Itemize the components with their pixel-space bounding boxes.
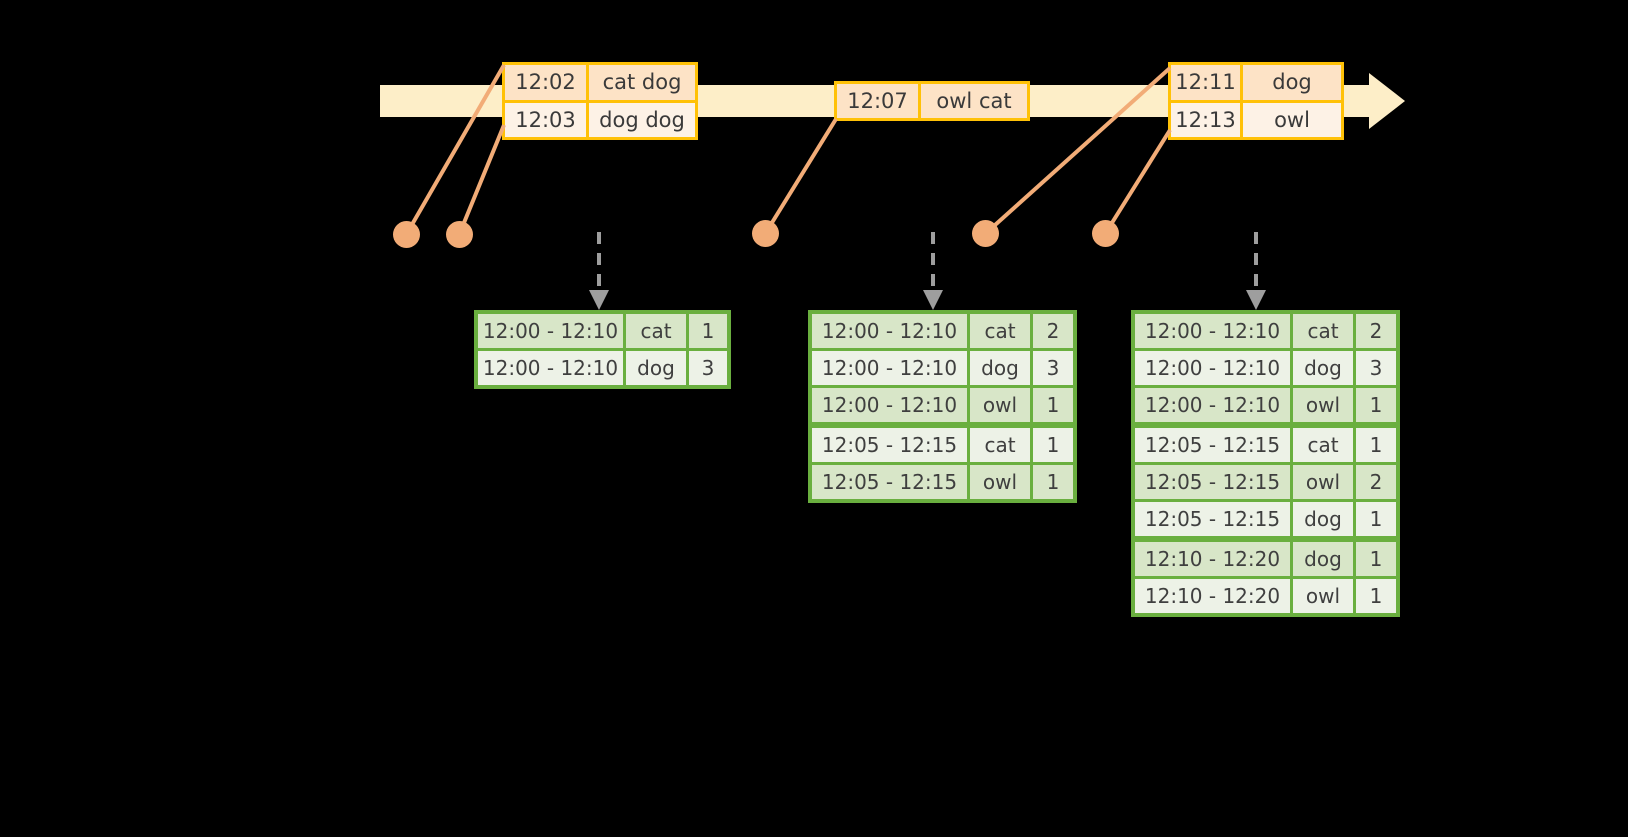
cell-key: dog: [626, 351, 686, 385]
event-row[interactable]: 12:07 owl cat: [837, 84, 1027, 118]
cell-win: 12:00 - 12:10: [812, 314, 967, 348]
event-row[interactable]: 12:13 owl: [1171, 99, 1341, 137]
timeline-arrowhead: [1369, 73, 1405, 129]
cell-val: 1: [1356, 579, 1396, 613]
cell-win: 12:10 - 12:20: [1135, 542, 1290, 576]
cell-key: cat: [1293, 314, 1353, 348]
cell-val: 3: [689, 351, 727, 385]
connector-dot-5: [1092, 220, 1119, 247]
cell-key: dog: [1293, 542, 1353, 576]
cell-key: owl: [970, 465, 1030, 499]
cell-key: owl: [1293, 465, 1353, 499]
flow-arrow-2: [923, 232, 943, 310]
connector-dot-4: [972, 220, 999, 247]
cell-val: 2: [1033, 314, 1073, 348]
event-row[interactable]: 12:03 dog dog: [505, 99, 695, 137]
event-time: 12:07: [837, 84, 921, 118]
cell-val: 1: [1033, 428, 1073, 462]
cell-key: cat: [970, 428, 1030, 462]
cell-val: 3: [1356, 351, 1396, 385]
cell-win: 12:05 - 12:15: [812, 428, 967, 462]
cell-val: 2: [1356, 314, 1396, 348]
connector-dot-3: [752, 220, 779, 247]
cell-win: 12:05 - 12:15: [1135, 428, 1290, 462]
event-payload: owl cat: [921, 84, 1027, 118]
connector-dot-1: [393, 221, 420, 248]
cell-key: owl: [1293, 388, 1353, 422]
cell-win: 12:05 - 12:15: [1135, 502, 1290, 536]
event-row[interactable]: 12:11 dog: [1171, 65, 1341, 100]
event-time: 12:13: [1171, 102, 1243, 137]
cell-win: 12:00 - 12:10: [812, 388, 967, 422]
event-payload: owl: [1243, 102, 1341, 137]
cell-key: dog: [1293, 502, 1353, 536]
cell-val: 1: [689, 314, 727, 348]
cell-key: owl: [1293, 579, 1353, 613]
event-payload: dog: [1243, 65, 1341, 100]
cell-win: 12:00 - 12:10: [478, 314, 623, 348]
cell-val: 1: [1356, 542, 1396, 576]
event-row[interactable]: 12:02 cat dog: [505, 65, 695, 100]
cell-win: 12:05 - 12:15: [812, 465, 967, 499]
event-time: 12:03: [505, 102, 589, 137]
cell-val: 1: [1033, 465, 1073, 499]
event-group-2[interactable]: 12:07 owl cat: [834, 81, 1030, 121]
event-payload: cat dog: [589, 65, 695, 100]
cell-win: 12:00 - 12:10: [1135, 351, 1290, 385]
cell-key: cat: [970, 314, 1030, 348]
event-group-3[interactable]: 12:11 dog 12:13 owl: [1168, 62, 1344, 140]
event-time: 12:11: [1171, 65, 1243, 100]
flow-arrow-3: [1246, 232, 1266, 310]
cell-val: 1: [1356, 428, 1396, 462]
cell-win: 12:10 - 12:20: [1135, 579, 1290, 613]
event-time: 12:02: [505, 65, 589, 100]
flow-arrow-1: [589, 232, 609, 310]
cell-val: 3: [1033, 351, 1073, 385]
cell-val: 2: [1356, 465, 1396, 499]
cell-win: 12:05 - 12:15: [1135, 465, 1290, 499]
cell-win: 12:00 - 12:10: [478, 351, 623, 385]
cell-win: 12:00 - 12:10: [1135, 388, 1290, 422]
cell-val: 1: [1356, 502, 1396, 536]
cell-key: cat: [626, 314, 686, 348]
cell-win: 12:00 - 12:10: [1135, 314, 1290, 348]
cell-key: cat: [1293, 428, 1353, 462]
cell-key: dog: [1293, 351, 1353, 385]
event-group-1[interactable]: 12:02 cat dog 12:03 dog dog: [502, 62, 698, 140]
event-payload: dog dog: [589, 102, 695, 137]
cell-win: 12:00 - 12:10: [812, 351, 967, 385]
connector-dot-2: [446, 221, 473, 248]
cell-val: 1: [1033, 388, 1073, 422]
cell-val: 1: [1356, 388, 1396, 422]
cell-key: owl: [970, 388, 1030, 422]
cell-key: dog: [970, 351, 1030, 385]
